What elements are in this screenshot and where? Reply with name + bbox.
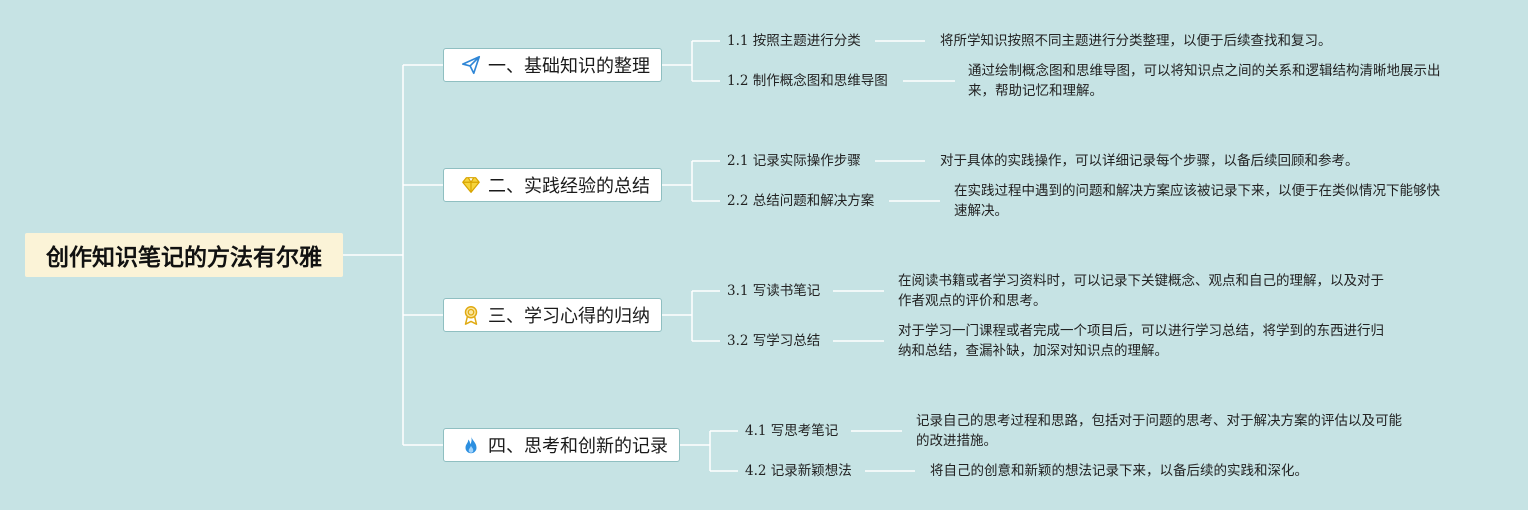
sub-desc-4-2: 将自己的创意和新颖的想法记录下来，以备后续的实践和深化。 bbox=[930, 463, 1308, 479]
diamond-icon bbox=[460, 174, 482, 196]
sub-desc-1-2: 通过绘制概念图和思维导图，可以将知识点之间的关系和逻辑结构清晰地展示出来，帮助记… bbox=[968, 63, 1441, 99]
sub-topic-4-1[interactable]: 4.1 写思考笔记 bbox=[745, 423, 839, 439]
sub-topic-1-2[interactable]: 1.2 制作概念图和思维导图 bbox=[727, 73, 888, 89]
flame-icon bbox=[460, 434, 482, 456]
sub-topic-4-2[interactable]: 4.2 记录新颖想法 bbox=[745, 463, 852, 479]
paper-plane-icon bbox=[460, 54, 482, 76]
branch-label-2: 二、实践经验的总结 bbox=[488, 176, 650, 197]
sub-desc-3-1: 在阅读书籍或者学习资料时，可以记录下关键概念、观点和自己的理解，以及对于作者观点… bbox=[898, 273, 1384, 309]
sub-desc-2-2: 在实践过程中遇到的问题和解决方案应该被记录下来，以便于在类似情况下能够快速解决。 bbox=[954, 183, 1440, 219]
sub-topic-2-2[interactable]: 2.2 总结问题和解决方案 bbox=[727, 193, 875, 209]
award-medal-icon bbox=[460, 304, 482, 326]
sub-topic-2-1[interactable]: 2.1 记录实际操作步骤 bbox=[727, 153, 861, 169]
root-title: 创作知识笔记的方法有尔雅 bbox=[46, 245, 322, 271]
sub-desc-3-2: 对于学习一门课程或者完成一个项目后，可以进行学习总结，将学到的东西进行归纳和总结… bbox=[898, 323, 1384, 359]
sub-topic-1-1[interactable]: 1.1 按照主题进行分类 bbox=[727, 33, 861, 49]
root-node[interactable]: 创作知识笔记的方法有尔雅 bbox=[25, 233, 343, 277]
branch-node-2[interactable]: 二、实践经验的总结 bbox=[443, 168, 662, 202]
branch-label-4: 四、思考和创新的记录 bbox=[488, 436, 668, 457]
branch-node-4[interactable]: 四、思考和创新的记录 bbox=[443, 428, 680, 462]
branch-label-3: 三、学习心得的归纳 bbox=[488, 306, 650, 327]
branch-node-1[interactable]: 一、基础知识的整理 bbox=[443, 48, 662, 82]
branch-node-3[interactable]: 三、学习心得的归纳 bbox=[443, 298, 662, 332]
sub-topic-3-1[interactable]: 3.1 写读书笔记 bbox=[727, 283, 821, 299]
sub-desc-2-1: 对于具体的实践操作，可以详细记录每个步骤，以备后续回顾和参考。 bbox=[940, 153, 1359, 169]
sub-desc-4-1: 记录自己的思考过程和思路，包括对于问题的思考、对于解决方案的评估以及可能的改进措… bbox=[916, 413, 1402, 449]
sub-topic-3-2[interactable]: 3.2 写学习总结 bbox=[727, 333, 821, 349]
branch-label-1: 一、基础知识的整理 bbox=[488, 56, 650, 77]
sub-desc-1-1: 将所学知识按照不同主题进行分类整理，以便于后续查找和复习。 bbox=[940, 33, 1332, 49]
